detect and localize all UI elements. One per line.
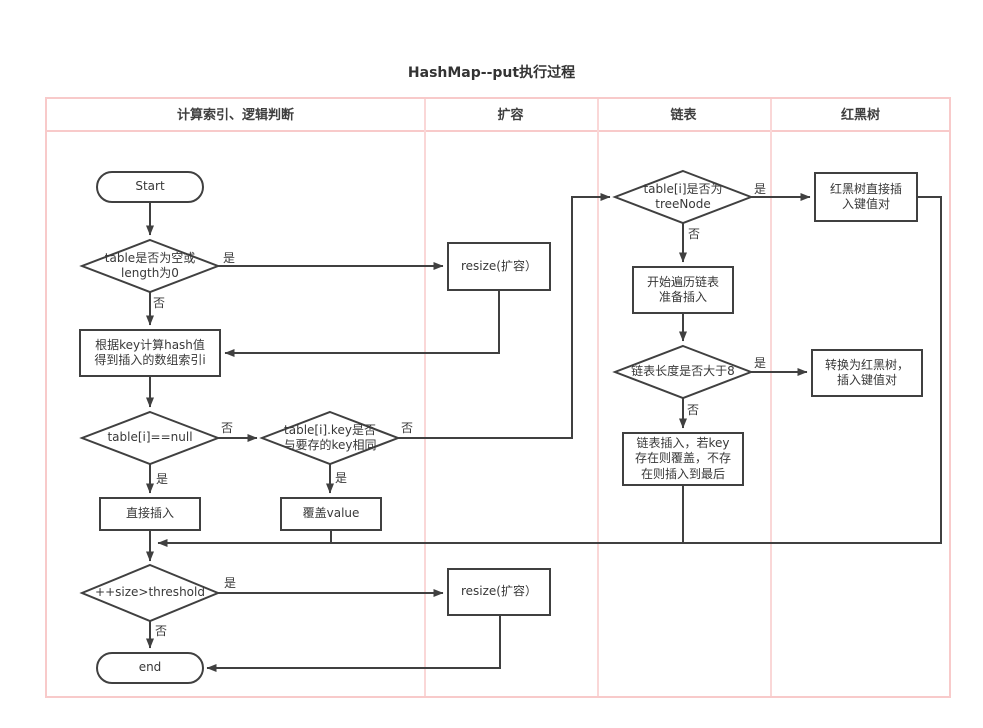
check-empty-label: table是否为空或 length为0	[104, 250, 196, 280]
start-label: Start	[135, 179, 165, 194]
page-title: HashMap--put执行过程	[407, 65, 576, 81]
check-threshold-diamond-shape	[82, 565, 218, 621]
convert-rbtree-label: 转换为红黑树， 插入键值对	[824, 357, 909, 387]
calc-hash-label: 根据key计算hash值 得到插入的数组索引i	[94, 337, 206, 367]
list-insert-box-shape	[623, 433, 743, 485]
lane-divider-1	[424, 99, 426, 696]
override-value-box-shape	[281, 498, 381, 530]
check-treenode-diamond-shape	[615, 171, 751, 223]
edge-resize2-to-end	[206, 615, 500, 672]
list-insert-label: 链表插入，若key 存在则覆盖，不存 在则插入到最后	[634, 435, 731, 481]
edge-label-checkempty-no: 否	[153, 296, 166, 310]
edge-resize1-to-calchash	[224, 290, 499, 357]
check-key-label: table[i].key是否 与要存的key相同	[283, 422, 377, 452]
edge-label-checknull-yes: 是	[156, 472, 169, 486]
check-key-diamond-shape	[262, 412, 398, 464]
resize2-label: resize(扩容）	[460, 584, 537, 599]
lane-header-linkedlist: 链表	[670, 108, 697, 123]
resize1-label: resize(扩容）	[460, 258, 537, 273]
end-label: end	[138, 660, 162, 675]
swimlane-frame: 计算索引、逻辑判断 扩容 链表 红黑树	[45, 97, 951, 698]
resize1-box-shape	[448, 243, 550, 290]
end-terminator-shape	[97, 653, 203, 683]
resize2-box-shape	[448, 569, 550, 615]
rbtree-direct-insert-label: 红黑树直接插 入键值对	[829, 181, 902, 211]
traverse-list-box-shape	[633, 267, 733, 313]
edge-checkkey-no-checktreenode	[398, 193, 611, 438]
lane-header-resize: 扩容	[497, 108, 524, 123]
lane-header-row	[47, 99, 949, 132]
direct-insert-label: 直接插入	[125, 506, 174, 521]
lane-header-rbtree: 红黑树	[840, 108, 880, 123]
check-null-label: table[i]==null	[107, 430, 193, 445]
lane-divider-3	[770, 99, 772, 696]
check-threshold-label: ++size>threshold	[95, 585, 205, 600]
edge-label-treenode-yes: 是	[754, 182, 767, 196]
direct-insert-box-shape	[100, 498, 200, 530]
calc-hash-box-shape	[80, 330, 220, 376]
rbtree-direct-insert-box-shape	[815, 173, 917, 221]
edge-label-checkkey-yes: 是	[335, 471, 348, 485]
edge-label-treenode-no: 否	[688, 227, 701, 241]
check-length-diamond-shape	[615, 346, 751, 398]
edge-label-checklength-no: 否	[687, 403, 700, 417]
edge-label-checkkey-no: 否	[401, 421, 414, 435]
convert-rbtree-box-shape	[812, 350, 922, 396]
edge-label-threshold-yes: 是	[224, 576, 237, 590]
edge-label-checkempty-yes: 是	[223, 251, 236, 265]
check-null-diamond-shape	[82, 412, 218, 464]
check-empty-diamond-shape	[82, 240, 218, 292]
traverse-list-label: 开始遍历链表 准备插入	[646, 274, 719, 304]
check-treenode-label: table[i]是否为 treeNode	[643, 181, 723, 211]
lane-header-index-logic: 计算索引、逻辑判断	[176, 108, 294, 123]
edge-label-checknull-no: 否	[221, 421, 234, 435]
check-length-label: 链表长度是否大于8	[631, 364, 735, 379]
lane-divider-2	[597, 99, 599, 696]
edge-label-checklength-yes: 是	[754, 356, 767, 370]
edge-label-threshold-no: 否	[155, 624, 168, 638]
override-value-label: 覆盖value	[302, 506, 360, 521]
edge-rbtree-merge-line	[157, 197, 941, 547]
start-terminator-shape	[97, 172, 203, 202]
